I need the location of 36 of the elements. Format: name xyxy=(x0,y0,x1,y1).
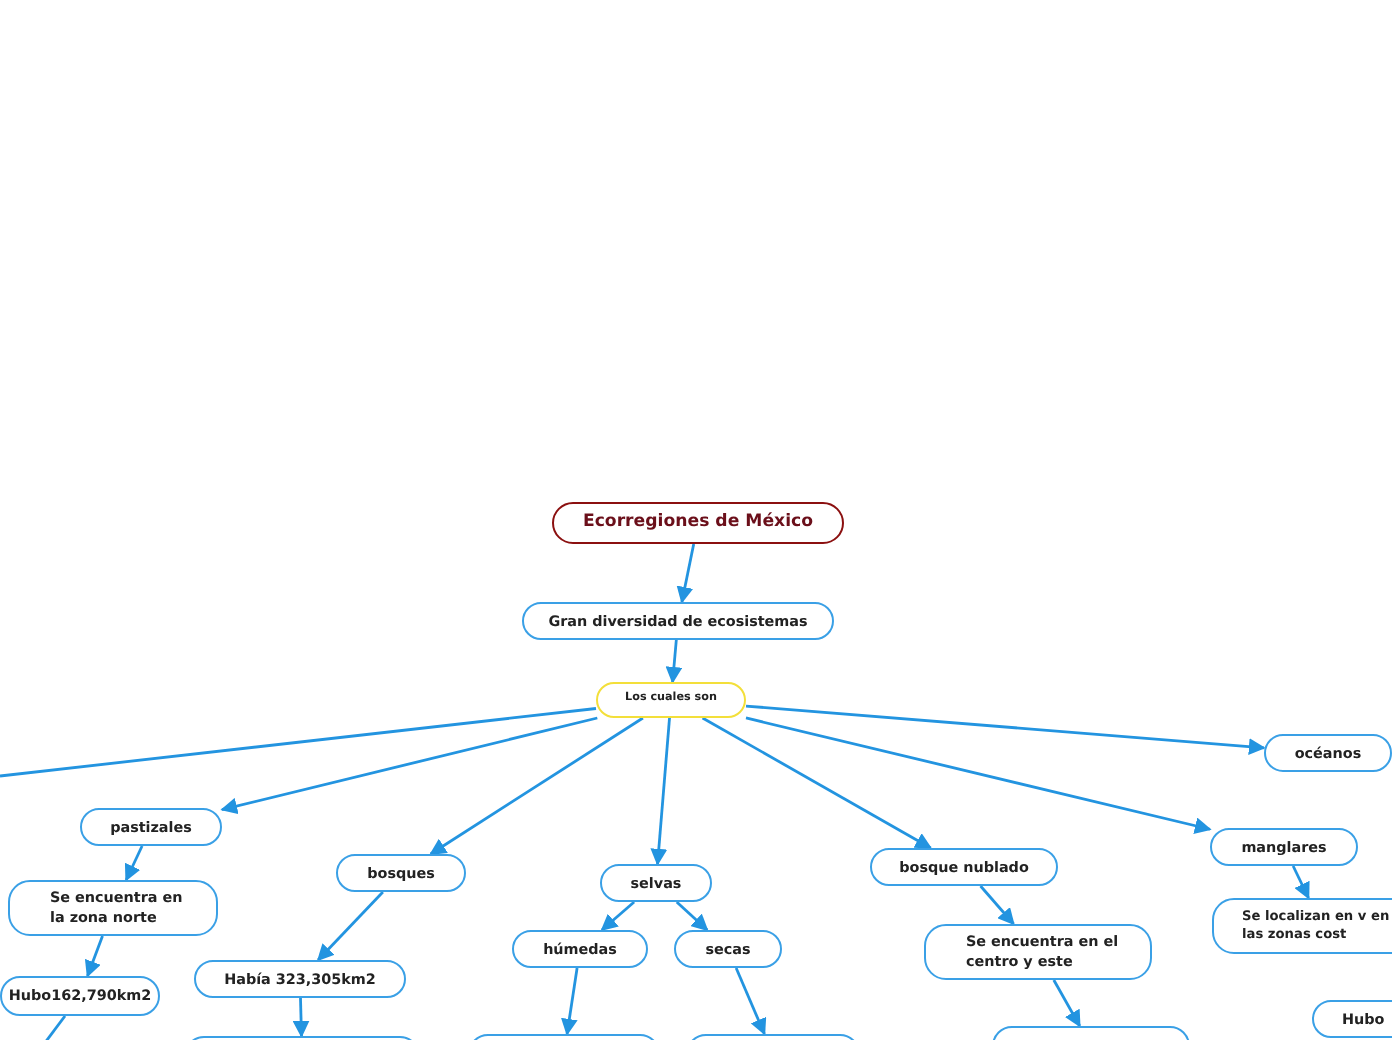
connector-arrow xyxy=(429,716,644,856)
connector-arrow xyxy=(316,891,384,962)
topic-box xyxy=(80,808,222,846)
connector-arrow xyxy=(650,717,671,866)
topic-box xyxy=(596,682,746,718)
connector-arrow xyxy=(745,716,1212,834)
connector-arrow xyxy=(979,885,1015,926)
topic-box xyxy=(0,976,160,1016)
topic-box xyxy=(1210,828,1358,866)
topic-text: Ecorregiones de México xyxy=(582,511,814,535)
connector-arrow xyxy=(292,997,310,1038)
topic-box xyxy=(194,960,406,998)
topic-box xyxy=(674,930,782,968)
topic-box xyxy=(522,602,834,640)
connector-arrow xyxy=(665,639,683,684)
topic-box xyxy=(1264,734,1392,772)
connector-arrow xyxy=(676,543,696,604)
topic-box xyxy=(600,864,712,902)
connector-arrow xyxy=(600,900,636,932)
topic-box xyxy=(552,502,844,544)
topic-box xyxy=(336,854,466,892)
connector-arrow xyxy=(561,967,579,1036)
topic-box xyxy=(924,924,1152,980)
connector-arrow xyxy=(734,967,767,1036)
connector-arrow xyxy=(1052,979,1081,1028)
connector-arrow xyxy=(1291,865,1310,900)
topic-box xyxy=(512,930,648,968)
connector-arrow xyxy=(701,716,933,850)
topic-box xyxy=(870,848,1058,886)
connector-arrow xyxy=(84,935,104,978)
topic-box xyxy=(8,880,218,936)
topic-box xyxy=(1212,898,1392,954)
connector-arrow xyxy=(124,845,144,882)
connector-arrow xyxy=(745,704,1266,755)
connector-arrow xyxy=(675,900,709,932)
connector-arrow xyxy=(220,716,598,815)
